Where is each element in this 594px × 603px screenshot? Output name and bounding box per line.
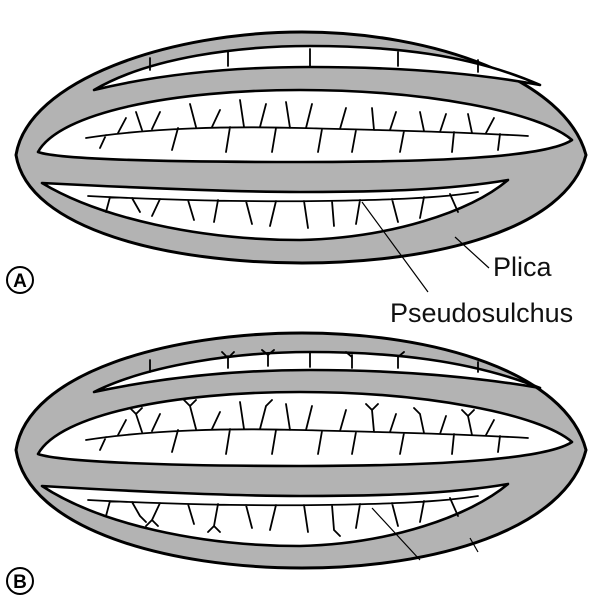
- panel-label-b-text: B: [13, 572, 27, 593]
- panel-label-a-text: A: [13, 271, 27, 292]
- panel-b: [16, 333, 586, 568]
- pseudosulchus-callout: Pseudosulchus: [390, 298, 573, 328]
- panel-label-a: A: [7, 267, 33, 293]
- plica-callout: Plica: [493, 252, 553, 282]
- panel-label-b: B: [7, 568, 33, 594]
